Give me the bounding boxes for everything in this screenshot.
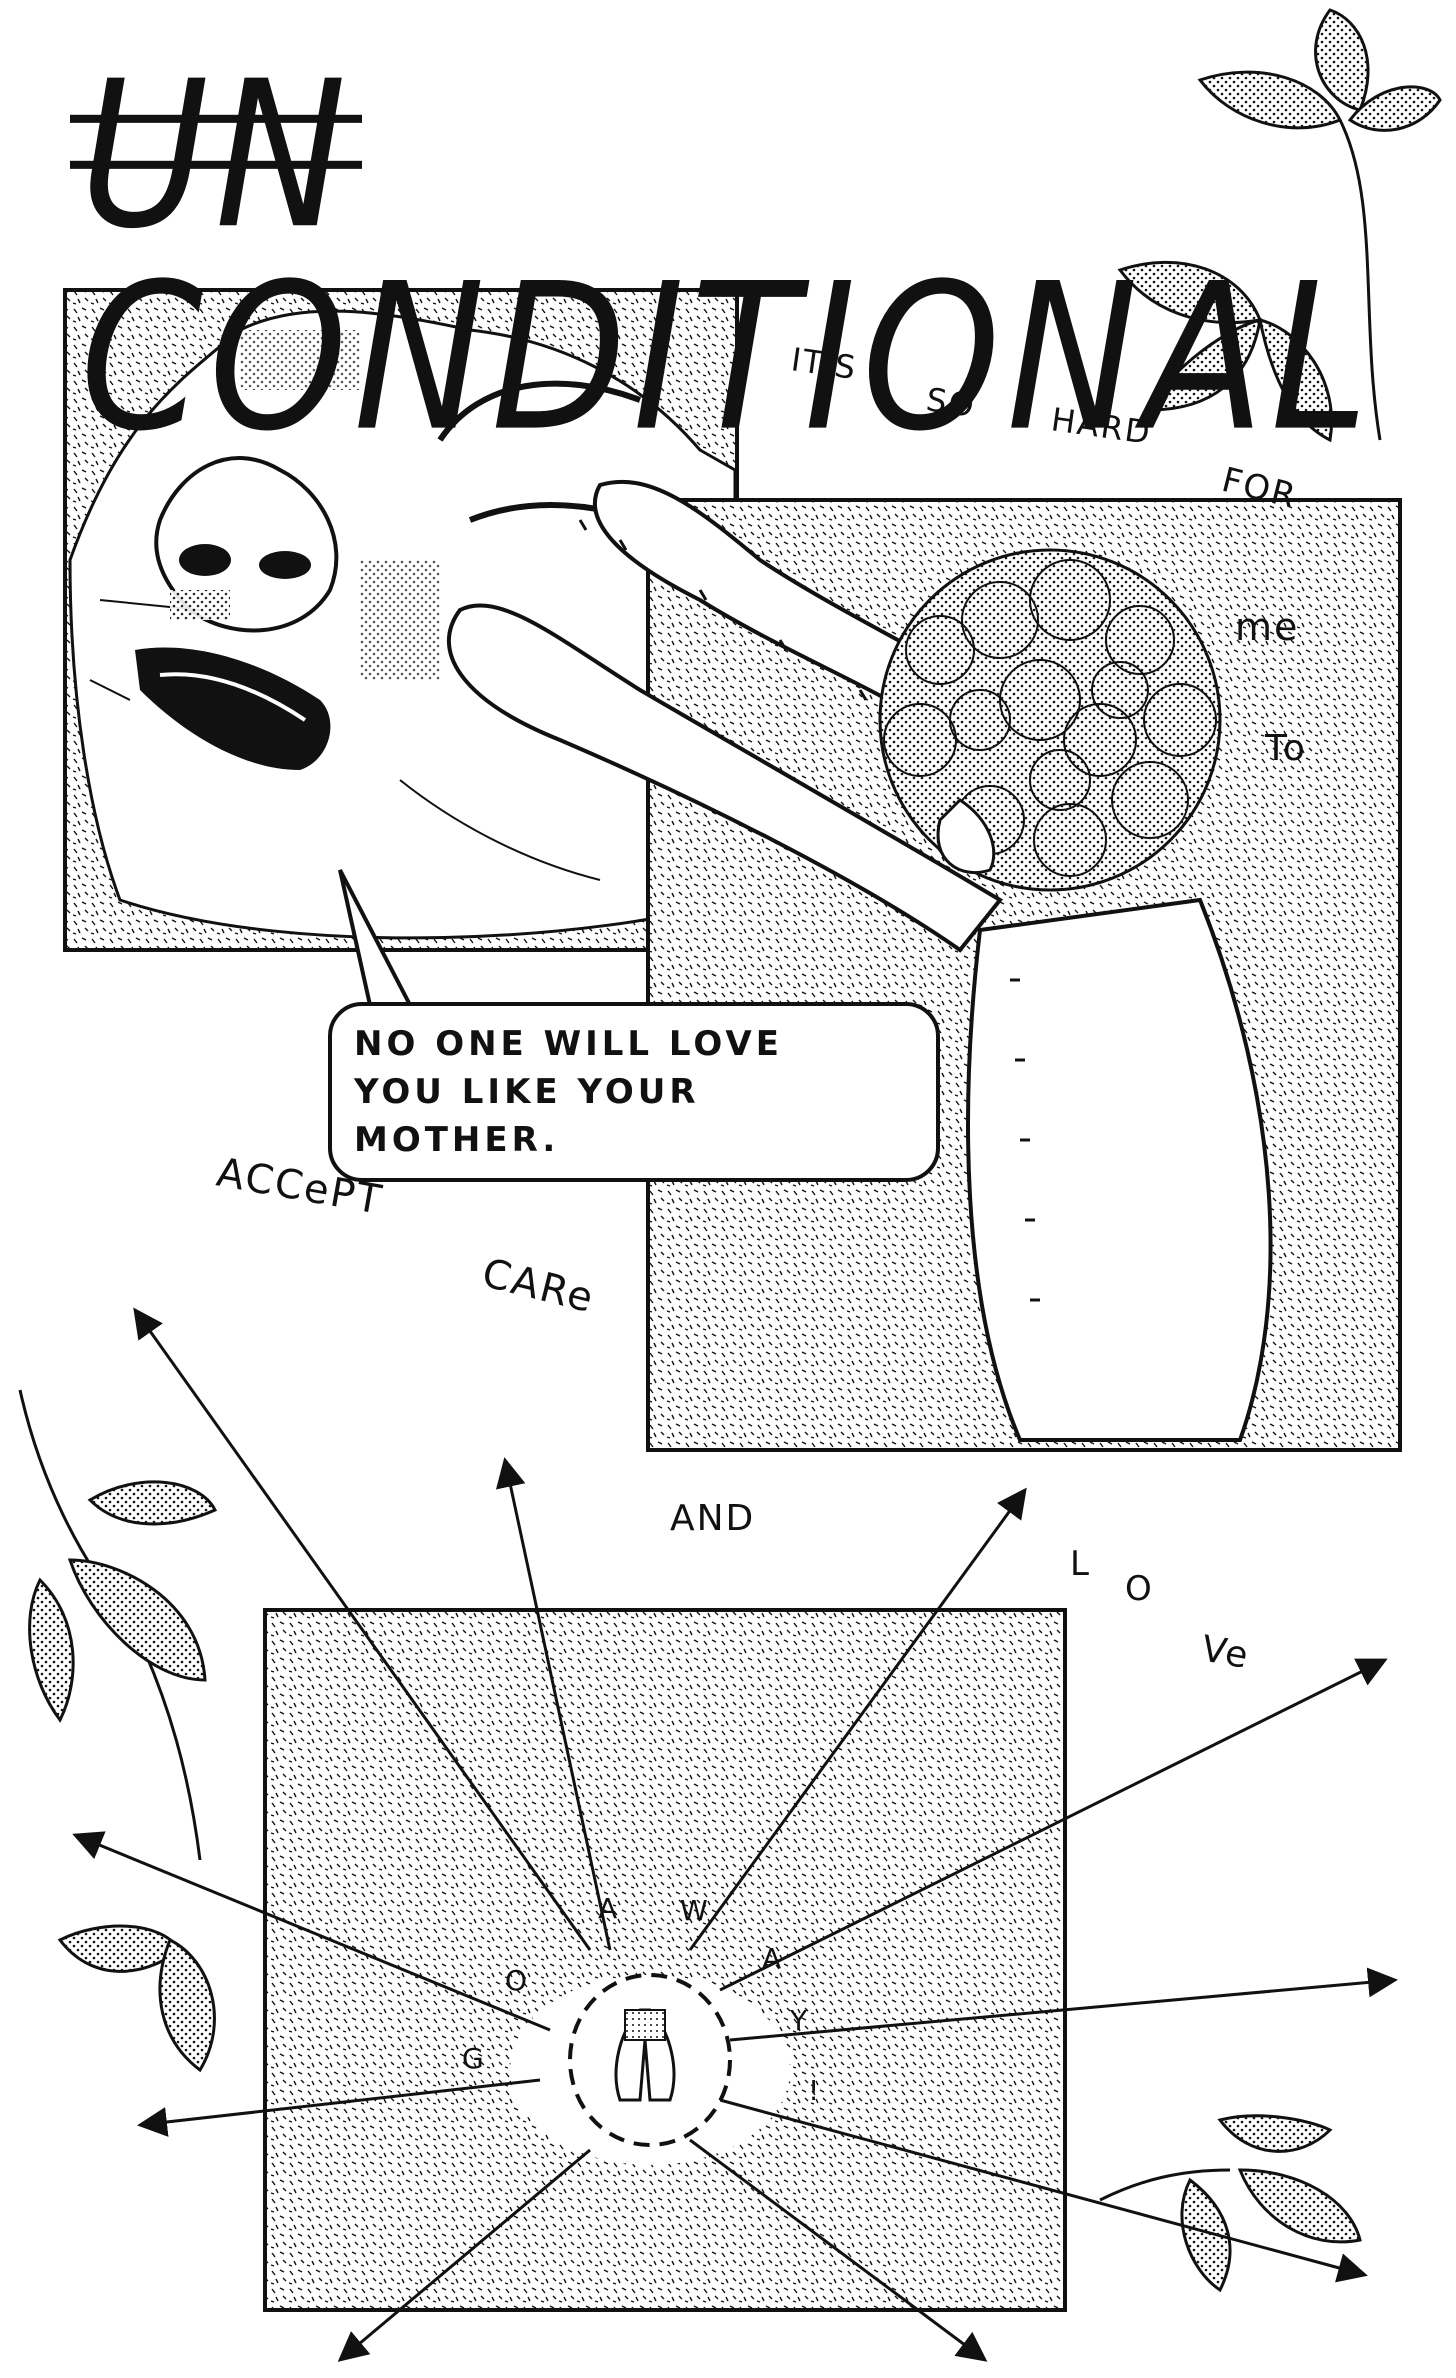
speech-line-2: YOU LIKE YOUR MOTHER. — [354, 1072, 700, 1160]
page-title: UNCONDITIONAL — [69, 37, 1456, 460]
narration-word: SO — [924, 380, 978, 425]
narration-word: me — [1235, 605, 1299, 649]
speech-line-1: NO ONE WILL LOVE — [354, 1024, 783, 1064]
panel-face — [63, 288, 739, 952]
radial-letter: W — [680, 1894, 710, 1927]
leaves-left — [18, 1389, 218, 2073]
title-main: CONDITIONAL — [80, 240, 1375, 476]
speech-bubble: NO ONE WILL LOVE YOU LIKE YOUR MOTHER. — [328, 1002, 940, 1182]
narration-word: O — [1125, 1569, 1154, 1609]
narration-word: CARe — [478, 1250, 600, 1322]
narration-word: IT'S — [789, 340, 860, 387]
radial-letter: ! — [808, 2074, 821, 2107]
narration-word: AND — [670, 1498, 755, 1539]
leaves-top-right — [1117, 8, 1442, 443]
radial-letter: A — [762, 1942, 783, 1975]
struck-prefix: UN — [69, 37, 363, 274]
panel-radial — [72, 1307, 1398, 2362]
radial-letter: Y — [789, 2004, 809, 2037]
radial-letters: G O A W A Y ! — [462, 1892, 821, 2107]
narration-word: L — [1070, 1544, 1091, 1584]
leaves-bottom-right — [1099, 2114, 1362, 2293]
radial-letter: O — [505, 1964, 529, 1997]
radial-letter: A — [598, 1892, 619, 1925]
radial-letter: G — [462, 2042, 486, 2075]
narration-word: Ve — [1198, 1628, 1252, 1677]
narration-word: To — [1264, 728, 1307, 769]
panel-figure — [446, 479, 1402, 1452]
